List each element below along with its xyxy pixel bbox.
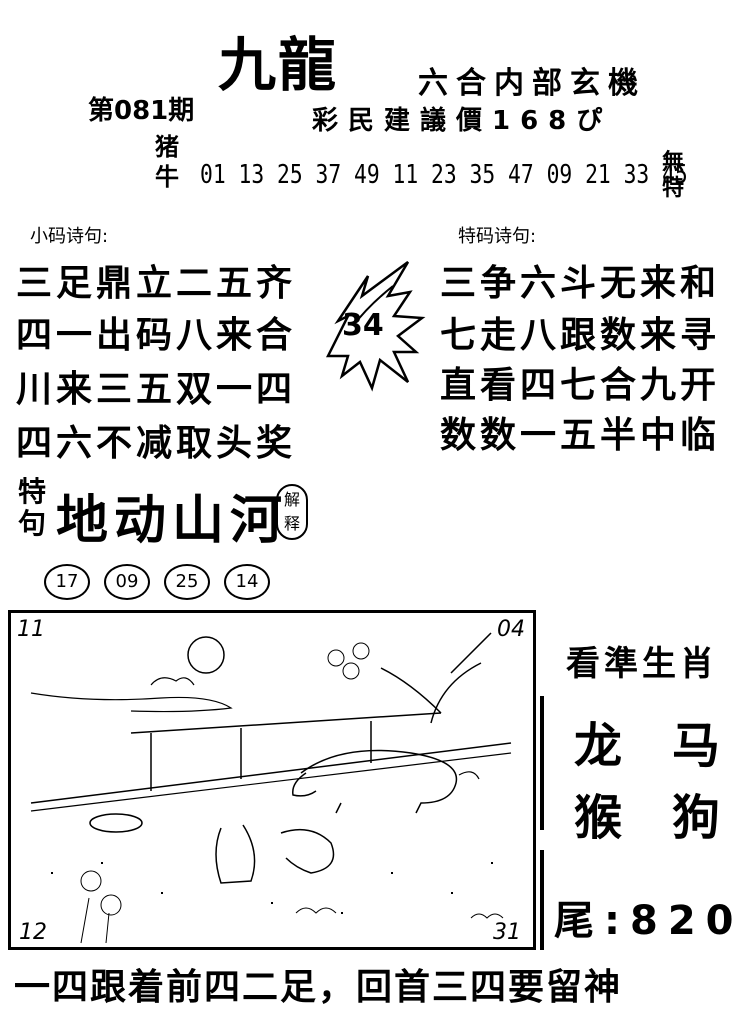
zodiac-pick-row: 龙马 [574,718,748,774]
corner-number-br: 31 [493,920,521,945]
zodiac-pick-title: 看準生肖 [566,644,718,684]
small-poem-title: 小码诗句: [30,226,109,247]
special-poem-title: 特码诗句: [458,226,537,247]
divider [540,850,544,950]
corner-number-tl: 11 [17,617,45,642]
bottom-verse: 一四跟着前四二足，回首三四要留神 [14,967,623,1008]
number-list: 01 13 25 37 49 11 23 35 47 09 21 33 45 [200,160,688,190]
zodiac-pick-row: 猴狗 [574,790,748,846]
special-sentence: 地动山河 [56,491,289,551]
small-poem-line: 三足鼎立二五齐 [16,263,297,304]
special-poem-line: 七走八跟数来寻 [440,315,721,356]
tail-numbers: 尾:820 [554,898,744,944]
special-poem-line: 数数一五半中临 [440,415,721,456]
small-poem-line: 四六不减取头奖 [16,423,297,464]
small-poem-line: 四一出码八来合 [16,315,297,356]
circled-numbers: 17 09 25 14 [44,564,270,600]
zodiac-label: 猪牛 [155,133,179,191]
special-sentence-label: 特句 [18,475,47,540]
circled-number: 25 [164,564,210,600]
circled-number: 14 [224,564,270,600]
special-poem-line: 三争六斗无来和 [440,263,721,304]
suggested-price: 彩民建議價168ぴ [312,106,613,136]
subtitle: 六合内部玄機 [418,66,646,101]
explain-badge: 解释 [276,484,308,540]
farm-drawing-icon [30,632,512,944]
no-special-note: 無特 [661,150,684,201]
small-poem-line: 川来三五双一四 [16,369,297,410]
issue-number: 第081期 [88,96,195,126]
circled-number: 09 [104,564,150,600]
brand-title: 九龍 [218,31,339,99]
flame-emblem-icon: 34 [298,256,438,396]
corner-number-tr: 04 [497,617,525,642]
special-poem-line: 直看四七合九开 [440,365,721,406]
divider [540,696,544,830]
emblem-number: 34 [342,308,384,343]
corner-number-bl: 12 [19,920,47,945]
circled-number: 17 [44,564,90,600]
scene-illustration: 11 04 12 31 [8,610,536,950]
